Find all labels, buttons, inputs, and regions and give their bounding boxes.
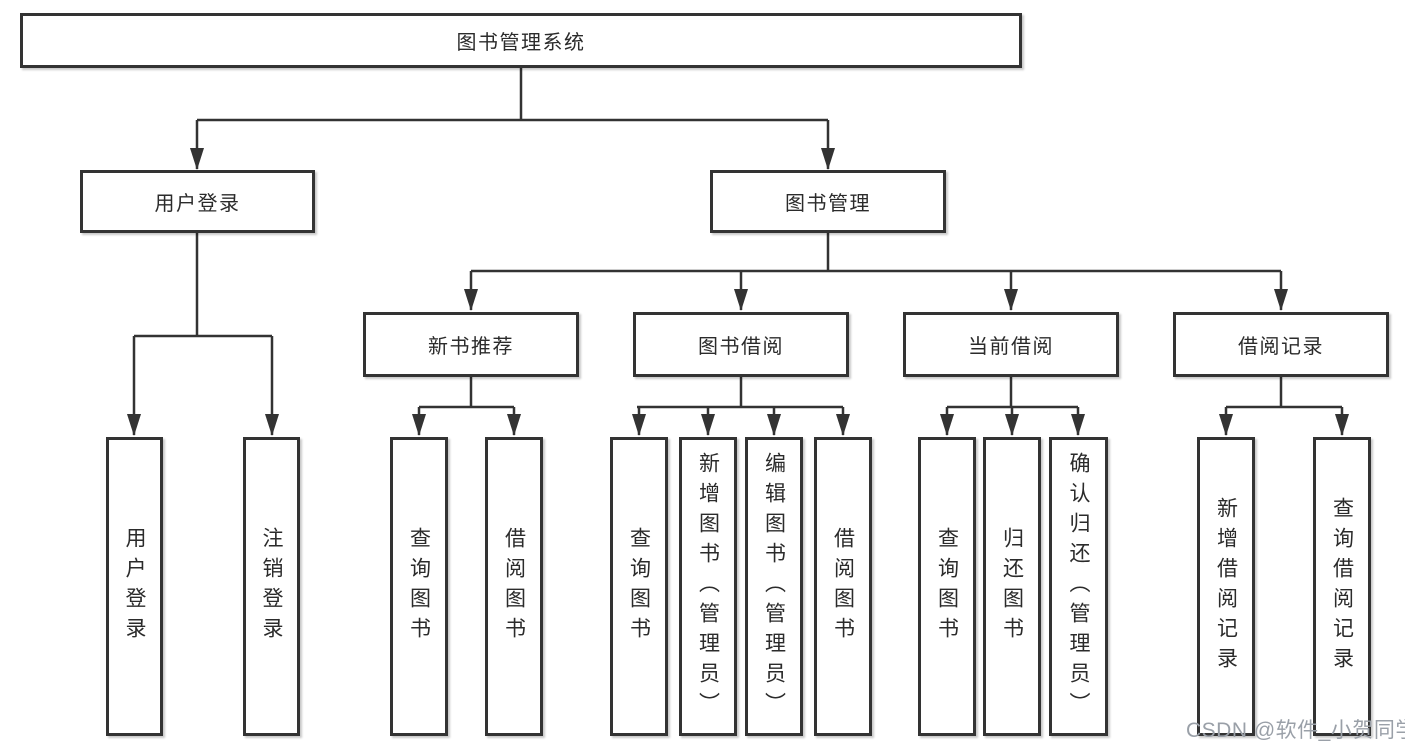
node-new-book-recommend: 新书推荐 xyxy=(363,312,579,377)
current-borrowing-connectors xyxy=(940,377,1085,436)
node-book-borrowing: 图书借阅 xyxy=(633,312,849,377)
node-confirm-return-admin: 确认归还（管理员） xyxy=(1049,437,1108,736)
node-borrow-books-action: 借阅图书 xyxy=(814,437,872,736)
borrowing-records-connectors xyxy=(1219,377,1349,436)
user-login-connectors xyxy=(127,233,279,436)
node-library-system: 图书管理系统 xyxy=(20,13,1022,68)
node-query-borrow-record: 查询借阅记录 xyxy=(1313,437,1371,736)
new-book-recommend-connectors xyxy=(412,377,521,436)
book-management-connectors xyxy=(464,233,1288,311)
node-logout: 注销登录 xyxy=(243,437,300,736)
book-borrowing-connectors xyxy=(632,377,850,436)
node-borrowing-records: 借阅记录 xyxy=(1173,312,1389,377)
node-user-login-parent: 用户登录 xyxy=(80,170,315,233)
node-current-borrowing: 当前借阅 xyxy=(903,312,1119,377)
node-query-books-borrowing: 查询图书 xyxy=(610,437,668,736)
csdn-watermark: CSDN @软件_小贺同学 xyxy=(1186,719,1405,742)
node-edit-books-admin: 编辑图书（管理员） xyxy=(745,437,803,736)
node-user-login-action: 用户登录 xyxy=(106,437,163,736)
node-book-management: 图书管理 xyxy=(710,170,946,233)
node-query-books-recommend: 查询图书 xyxy=(390,437,448,736)
node-add-borrow-record: 新增借阅记录 xyxy=(1197,437,1255,736)
node-add-books-admin: 新增图书（管理员） xyxy=(679,437,737,736)
root-connectors xyxy=(190,68,835,170)
node-borrow-books-recommend: 借阅图书 xyxy=(485,437,543,736)
node-return-books: 归还图书 xyxy=(983,437,1041,736)
node-query-books-current: 查询图书 xyxy=(918,437,976,736)
